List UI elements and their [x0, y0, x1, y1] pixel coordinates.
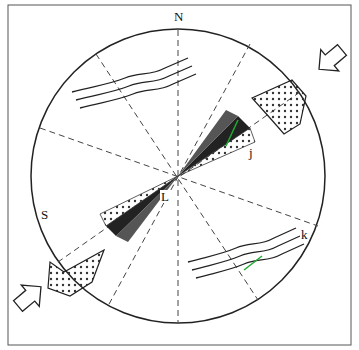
map-label: j [248, 146, 254, 159]
map-label: S [40, 208, 49, 221]
map-label: N [173, 10, 184, 23]
rose-wedges [100, 110, 255, 242]
net-circle [31, 29, 325, 323]
map-label: L [160, 190, 170, 203]
map-label: k [300, 228, 309, 241]
dashed-great-lines [40, 30, 318, 322]
conglomerate-bodies [48, 80, 306, 296]
green-marks [226, 120, 262, 270]
stress-arrows [9, 39, 351, 316]
frame [8, 5, 351, 345]
